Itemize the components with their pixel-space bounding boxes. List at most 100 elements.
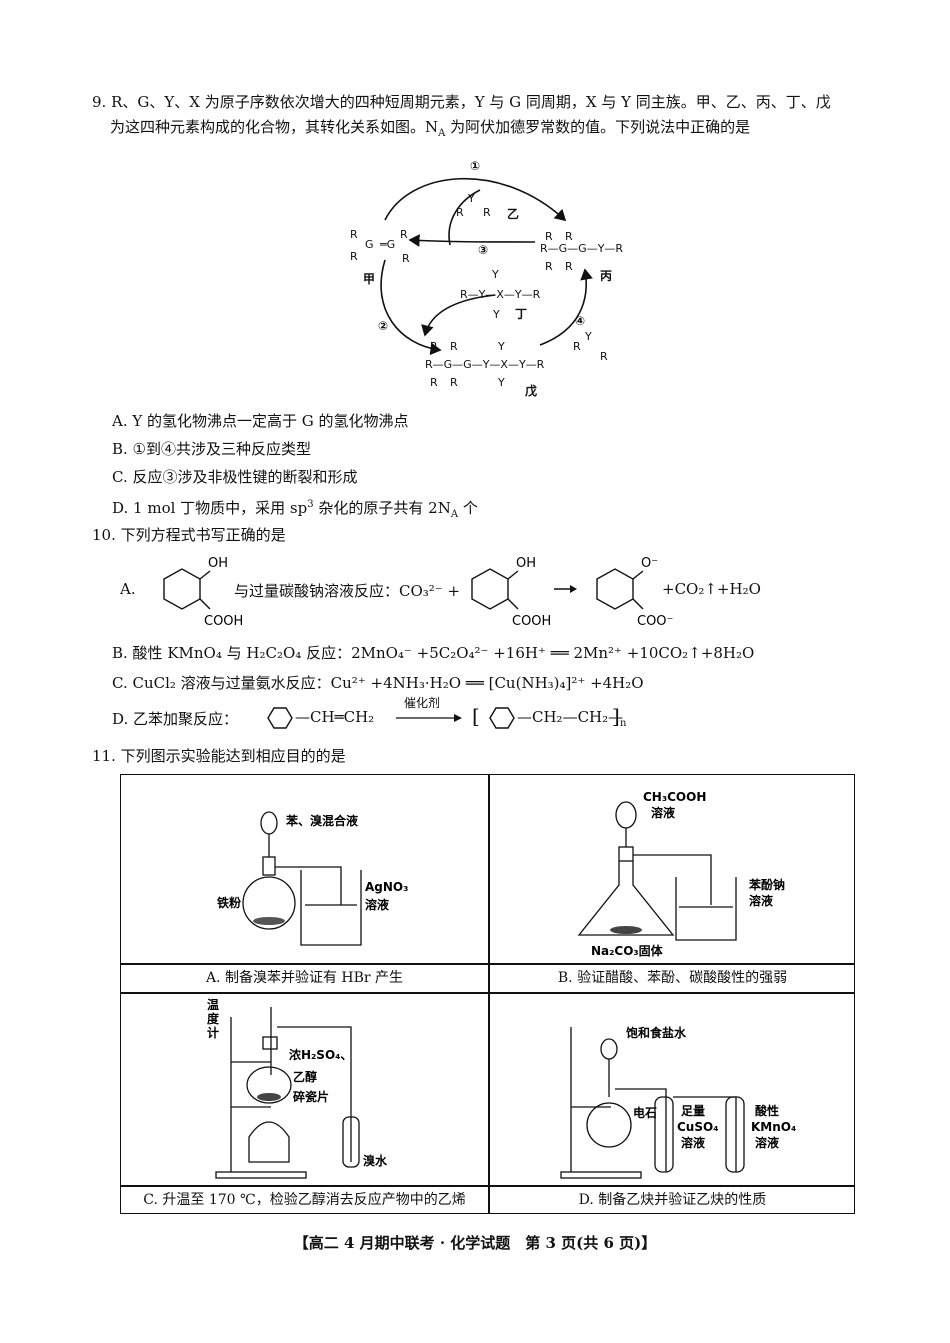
- q9-option-b[interactable]: B. ①到④共涉及三种反应类型: [112, 440, 312, 458]
- reaction-arrow: [554, 585, 577, 593]
- step-4: ④: [575, 314, 585, 328]
- svg-text:R: R: [600, 350, 608, 363]
- svg-text:足量: 足量: [681, 1104, 705, 1118]
- catalyst-arrow: [396, 714, 462, 722]
- svg-text:浓H₂SO₄、: 浓H₂SO₄、: [289, 1047, 352, 1062]
- q10-option-d[interactable]: D. 乙苯加聚反应： —CH═CH₂ 催化剂 [ —CH₂—CH₂— ] n: [112, 696, 872, 734]
- svg-text:COOH: COOH: [512, 614, 551, 629]
- step-1: ①: [470, 159, 480, 173]
- label-jia: 甲: [363, 272, 375, 286]
- svg-text:度: 度: [207, 1011, 220, 1026]
- svg-text:R: R: [545, 260, 553, 273]
- svg-text:Y: Y: [584, 330, 592, 343]
- svg-text:Na₂CO₃固体: Na₂CO₃固体: [591, 943, 664, 958]
- svg-text:溴水: 溴水: [363, 1153, 388, 1168]
- svg-text:R: R: [483, 206, 491, 219]
- svg-text:Y: Y: [491, 268, 499, 281]
- svg-text:O⁻: O⁻: [641, 557, 658, 571]
- svg-text:Y: Y: [497, 340, 505, 353]
- label-wu: 戊: [524, 383, 537, 398]
- benzene-ring-icon-2: [489, 707, 515, 729]
- svg-text:COOH: COOH: [204, 614, 243, 629]
- q10-option-b[interactable]: B. 酸性 KMnO₄ 与 H₂C₂O₄ 反应：2MnO₄⁻ +5C₂O₄²⁻ …: [112, 644, 755, 662]
- salicylate-structure: O⁻ COO⁻: [596, 557, 673, 629]
- q9-stem: 9. R、G、Y、X 为原子序数依次增大的四种短周期元素，Y 与 G 同周期，X…: [92, 90, 872, 146]
- q9-line2: 为这四种元素构成的化合物，其转化关系如图。NA 为阿伏加德罗常数的值。下列说法中…: [110, 118, 751, 139]
- q10-stem: 10. 下列方程式书写正确的是: [92, 526, 286, 544]
- q10-a-text: 与过量碳酸钠溶液反应：CO₃²⁻ +: [234, 582, 461, 600]
- label-ding: 丁: [515, 307, 527, 321]
- q11-table: 苯、溴混合液 铁粉 AgNO₃ 溶液 A. 制备溴苯并验证有 HBr 产生 CH…: [120, 774, 855, 1214]
- svg-text:R: R: [565, 230, 573, 243]
- svg-text:R: R: [400, 228, 408, 241]
- benzene-ring-icon: [267, 707, 293, 729]
- svg-text:乙醇: 乙醇: [293, 1069, 317, 1084]
- svg-text:Y: Y: [492, 308, 500, 321]
- apparatus-d: 饱和食盐水 电石 足量 CuSO₄ 溶液 酸性 KMnO₄ 溶液: [560, 1025, 796, 1179]
- svg-text:R: R: [350, 250, 358, 263]
- caption-c[interactable]: C. 升温至 170 ℃，检验乙醇消去反应产物中的乙烯: [143, 1192, 466, 1208]
- svg-text:OH: OH: [516, 557, 536, 571]
- svg-text:R: R: [450, 340, 458, 353]
- apparatus-c: 温 度 计 浓H₂SO₄、 乙醇 碎瓷片 溴水: [207, 998, 388, 1179]
- svg-text:溶液: 溶液: [755, 1135, 779, 1150]
- svg-text:Y: Y: [497, 376, 505, 389]
- salicylic-acid-structure: OH COOH: [163, 557, 243, 629]
- apparatus-a: 苯、溴混合液 铁粉 AgNO₃ 溶液: [217, 811, 408, 946]
- apparatus-b: CH₃COOH 溶液 苯酚钠 溶液 Na₂CO₃固体: [577, 790, 785, 958]
- svg-text:R: R: [450, 376, 458, 389]
- q9-option-c[interactable]: C. 反应③涉及非极性键的断裂和形成: [112, 468, 358, 486]
- svg-text:计: 计: [207, 1025, 219, 1040]
- svg-text:温: 温: [207, 998, 219, 1012]
- svg-text:溶液: 溶液: [651, 805, 675, 820]
- svg-text:AgNO₃: AgNO₃: [365, 880, 408, 894]
- svg-text:R: R: [350, 228, 358, 241]
- q11-stem: 11. 下列图示实验能达到相应目的的是: [92, 747, 346, 765]
- svg-text:R: R: [430, 340, 438, 353]
- step-2: ②: [378, 319, 388, 333]
- svg-text:铁粉: 铁粉: [217, 895, 241, 910]
- caption-a[interactable]: A. 制备溴苯并验证有 HBr 产生: [205, 970, 404, 986]
- q10-option-a[interactable]: A. OH COOH 与过量碳酸钠溶液反应：CO₃²⁻ + OH COOH O⁻…: [112, 552, 872, 632]
- svg-text:R—Y—X—Y—R: R—Y—X—Y—R: [460, 288, 541, 301]
- svg-text:R: R: [573, 340, 581, 353]
- svg-text:OH: OH: [208, 557, 228, 571]
- salicylic-acid-structure-2: OH COOH: [471, 557, 551, 629]
- svg-text:苯、溴混合液: 苯、溴混合液: [285, 813, 358, 828]
- q10-option-c[interactable]: C. CuCl₂ 溶液与过量氨水反应：Cu²⁺ +4NH₃·H₂O ══ [Cu…: [112, 674, 644, 692]
- svg-text:COO⁻: COO⁻: [637, 614, 673, 629]
- q10-a-products: +CO₂↑+H₂O: [662, 580, 761, 598]
- svg-text:G: G: [365, 238, 374, 251]
- q10-a-label: A.: [120, 580, 136, 598]
- svg-text:Y: Y: [467, 192, 475, 205]
- page-footer: 【高二 4 月期中联考 · 化学试题 第 3 页(共 6 页)】: [293, 1234, 657, 1252]
- svg-text:R: R: [402, 252, 410, 265]
- svg-text:KMnO₄: KMnO₄: [751, 1120, 796, 1134]
- svg-text:R: R: [456, 206, 464, 219]
- step-3: ③: [478, 243, 488, 257]
- svg-text:溶液: 溶液: [681, 1135, 705, 1150]
- caption-d[interactable]: D. 制备乙炔并验证乙炔的性质: [578, 1192, 767, 1208]
- svg-text:溶液: 溶液: [365, 897, 389, 912]
- q9-option-a[interactable]: A. Y 的氢化物沸点一定高于 G 的氢化物沸点: [112, 412, 409, 430]
- svg-text:R: R: [430, 376, 438, 389]
- svg-text:R—G—G—Y—X—Y—R: R—G—G—Y—X—Y—R: [425, 358, 545, 371]
- svg-text:溶液: 溶液: [749, 893, 773, 908]
- svg-text:碎瓷片: 碎瓷片: [293, 1089, 329, 1104]
- svg-text:酸性: 酸性: [755, 1103, 779, 1118]
- svg-text:苯酚钠: 苯酚钠: [748, 877, 785, 892]
- caption-b[interactable]: B. 验证醋酸、苯酚、碳酸酸性的强弱: [557, 970, 788, 986]
- svg-text:R: R: [545, 230, 553, 243]
- q9-option-d[interactable]: D. 1 mol 丁物质中，采用 sp3 杂化的原子共有 2NA 个: [112, 499, 478, 520]
- q9-line1: 9. R、G、Y、X 为原子序数依次增大的四种短周期元素，Y 与 G 同周期，X…: [92, 93, 831, 111]
- svg-text:饱和食盐水: 饱和食盐水: [626, 1025, 687, 1040]
- label-bing: 丙: [600, 269, 612, 283]
- svg-text:R: R: [565, 260, 573, 273]
- svg-text:电石: 电石: [633, 1105, 657, 1120]
- label-yi: 乙: [507, 207, 519, 221]
- svg-text:CuSO₄: CuSO₄: [677, 1120, 718, 1134]
- svg-text:═G: ═G: [379, 238, 395, 251]
- svg-text:CH₃COOH: CH₃COOH: [643, 790, 706, 804]
- svg-text:R—G—G—Y—R: R—G—G—Y—R: [540, 242, 623, 255]
